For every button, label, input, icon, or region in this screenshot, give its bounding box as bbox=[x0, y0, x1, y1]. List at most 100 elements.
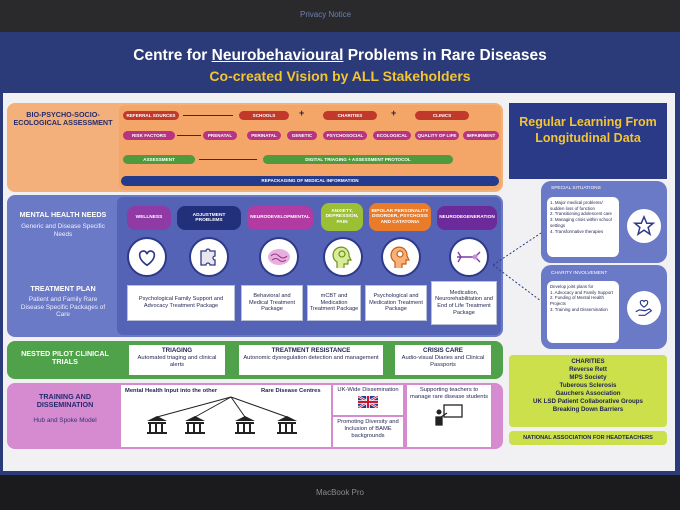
device-label: MacBook Pro bbox=[315, 488, 365, 497]
risk-arrow bbox=[177, 135, 201, 136]
charities-box: CHARITIES Reverse Rett MPS Society Tuber… bbox=[509, 355, 667, 427]
mental-health-sub: Generic and Disease Specific Needs bbox=[21, 223, 105, 238]
spokes-text: Rare Disease Centres bbox=[261, 388, 321, 394]
pilot-resistance-text: Autonomic dysregulation detection and ma… bbox=[243, 355, 379, 362]
uk-dissemination-text: UK-Wide Dissemination bbox=[337, 387, 399, 393]
repackaging-bar: REPACKAGING OF MEDICAL INFORMATION bbox=[121, 176, 499, 186]
special-situations-title: SPECIAL SITUATIONS bbox=[551, 186, 601, 191]
learning-box bbox=[509, 103, 667, 179]
teacher-board-icon bbox=[435, 404, 463, 427]
charity-item: Develop joint plans for bbox=[550, 284, 594, 289]
hub-spoke-panel bbox=[121, 385, 331, 447]
poster-title: Centre for Neurobehavioural Problems in … bbox=[0, 47, 680, 65]
poster-body: BIO-PSYCHO-SOCIO-ECOLOGICAL ASSESSMENT R… bbox=[3, 93, 675, 471]
hub-spoke-diagram bbox=[147, 396, 297, 434]
treatment-plan-sub: Patient and Family Rare Disease Specific… bbox=[20, 296, 106, 319]
need-neurodevelopmental: NEURODEVELOPMENTAL bbox=[247, 206, 313, 230]
pilot-triaging-head: TRIAGING bbox=[161, 347, 193, 354]
special-item: 2. Transitioning adolescent care bbox=[550, 211, 612, 217]
brain-icon bbox=[259, 237, 299, 277]
quality-of-life-pill: QUALITY OF LIFE bbox=[415, 131, 459, 140]
charity-item: 3. Training and Dissemination bbox=[550, 306, 608, 312]
charity-name: Tuberous Sclerosis bbox=[559, 382, 617, 390]
need-wellness: WELLNESS bbox=[127, 206, 171, 230]
need-neurodegeneration: NEURODEGENERATION bbox=[437, 206, 497, 230]
ecological-pill: ECOLOGICAL bbox=[373, 131, 411, 140]
charity-name: Gauchers Association bbox=[555, 390, 621, 398]
hand-heart-icon bbox=[627, 291, 661, 325]
charity-name: Breaking Down Barriers bbox=[552, 406, 624, 414]
assessment-pill: ASSESSMENT bbox=[123, 155, 195, 164]
digital-triaging-pill: DIGITAL TRIAGING + ASSESSMENT PROTOCOL bbox=[263, 155, 453, 164]
need-anxiety: ANXIETY, DEPRESSION, PAIN bbox=[321, 203, 363, 231]
uk-flag-icon bbox=[358, 396, 378, 409]
diversity-box: Promoting Diversity and Inclusion of BAM… bbox=[333, 417, 403, 447]
assessment-arrow bbox=[199, 159, 257, 160]
neuron-icon bbox=[449, 237, 489, 277]
referral-arrow bbox=[183, 115, 233, 116]
charities-title: CHARITIES bbox=[571, 358, 605, 365]
charity-name: Reverse Rett bbox=[569, 366, 607, 374]
charity-item: 1. Advocacy and Family Support bbox=[550, 289, 613, 295]
title-suffix: Problems in Rare Diseases bbox=[343, 47, 547, 64]
need-adjustment: ADJUSTMENT PROBLEMS bbox=[177, 206, 241, 230]
special-situations-list: 1. Major medical problems/ sudden loss o… bbox=[547, 197, 619, 257]
star-icon bbox=[627, 209, 661, 243]
training-label: TRAINING AND DISSEMINATION bbox=[36, 392, 94, 410]
prenatal-pill: PRENATAL bbox=[203, 131, 237, 140]
charity-item: 2. Funding of Mental Health Projects bbox=[550, 295, 604, 307]
head-gears-icon bbox=[381, 237, 421, 277]
referral-sources-pill: REFERRAL SOURCES bbox=[123, 111, 179, 120]
treatment-package-2: Behavioral and Medical Treatment Package bbox=[241, 285, 303, 321]
learning-text: Regular Learning From Longitudinal Data bbox=[519, 115, 657, 145]
treatment-package-5: Medication, Neurorehabilitation and End … bbox=[431, 281, 497, 325]
dashed-connectors bbox=[493, 232, 542, 302]
perinatal-pill: PERINATAL bbox=[247, 131, 281, 140]
clinics-pill: CLINICS bbox=[415, 111, 469, 120]
special-item: 4. Transformative therapies bbox=[550, 228, 604, 234]
charity-name: UK LSD Patient Collaborative Groups bbox=[532, 398, 643, 406]
pilot-label: NESTED PILOT CLINICAL TRIALS bbox=[21, 349, 109, 367]
head-spiral-icon bbox=[323, 237, 363, 277]
pilot-crisis-head: CRISIS CARE bbox=[423, 347, 463, 354]
charity-name: MPS Society bbox=[569, 374, 607, 382]
special-item: 3. Managing crisis within school setting… bbox=[550, 217, 612, 228]
teachers-box: Supporting teachers to manage rare disea… bbox=[407, 385, 491, 447]
treatment-package-1: Psychological Family Support and Advocac… bbox=[127, 285, 235, 321]
assessment-label: BIO-PSYCHO-SOCIO-ECOLOGICAL ASSESSMENT bbox=[13, 110, 113, 128]
treatment-package-3: mCBT and Medication Treatment Package bbox=[307, 285, 361, 321]
poster-subtitle: Co-created Vision by ALL Stakeholders bbox=[209, 68, 471, 84]
impairment-pill: IMPAIRMENT bbox=[463, 131, 499, 140]
genetic-pill: GENETIC bbox=[287, 131, 317, 140]
title-underlined: Neurobehavioural bbox=[211, 47, 344, 64]
mental-health-label: MENTAL HEALTH NEEDS bbox=[19, 210, 107, 219]
charities-pill: CHARITIES bbox=[323, 111, 377, 120]
teachers-text: Supporting teachers to manage rare disea… bbox=[410, 387, 488, 401]
pilot-triaging-text: Automated triaging and clinical alerts bbox=[137, 355, 217, 369]
need-bipolar: BIPOLAR PERSONALITY DISORDER, PSYCHOSIS … bbox=[369, 203, 431, 231]
pilot-resistance-head: TREATMENT RESISTANCE bbox=[271, 347, 351, 354]
headteachers-box: NATIONAL ASSOCIATION FOR HEADTEACHERS bbox=[509, 431, 667, 445]
treatment-package-4: Psychological and Medication Treatment P… bbox=[365, 285, 427, 321]
uk-dissemination-box: UK-Wide Dissemination bbox=[333, 385, 403, 415]
hub-text: Mental Health Input into the other bbox=[125, 388, 218, 394]
charity-involvement-list: Develop joint plans for 1. Advocacy and … bbox=[547, 281, 619, 343]
schools-pill: SCHOOLS bbox=[239, 111, 289, 120]
privacy-notice-text: Privacy Notice bbox=[300, 10, 352, 19]
plus-2: + bbox=[391, 108, 397, 118]
treatment-plan-label: TREATMENT PLAN bbox=[30, 284, 96, 293]
charity-involvement-title: CHARITY INVOLVEMENT bbox=[551, 271, 608, 276]
plus-1: + bbox=[299, 108, 305, 118]
heart-icon bbox=[127, 237, 167, 277]
browser-top-strip: Privacy Notice bbox=[0, 0, 680, 32]
training-sub: Hub and Spoke Model bbox=[33, 417, 97, 424]
risk-factors-pill: RISK FACTORS bbox=[123, 131, 175, 140]
title-prefix: Centre for bbox=[133, 47, 212, 64]
puzzle-icon bbox=[189, 237, 229, 277]
special-item: 1. Major medical problems/ sudden loss o… bbox=[550, 200, 603, 211]
psychosocial-pill: PSYCHOSOCIAL bbox=[323, 131, 367, 140]
pilot-crisis-text: Audio-visual Diaries and Clinical Passpo… bbox=[401, 355, 485, 369]
